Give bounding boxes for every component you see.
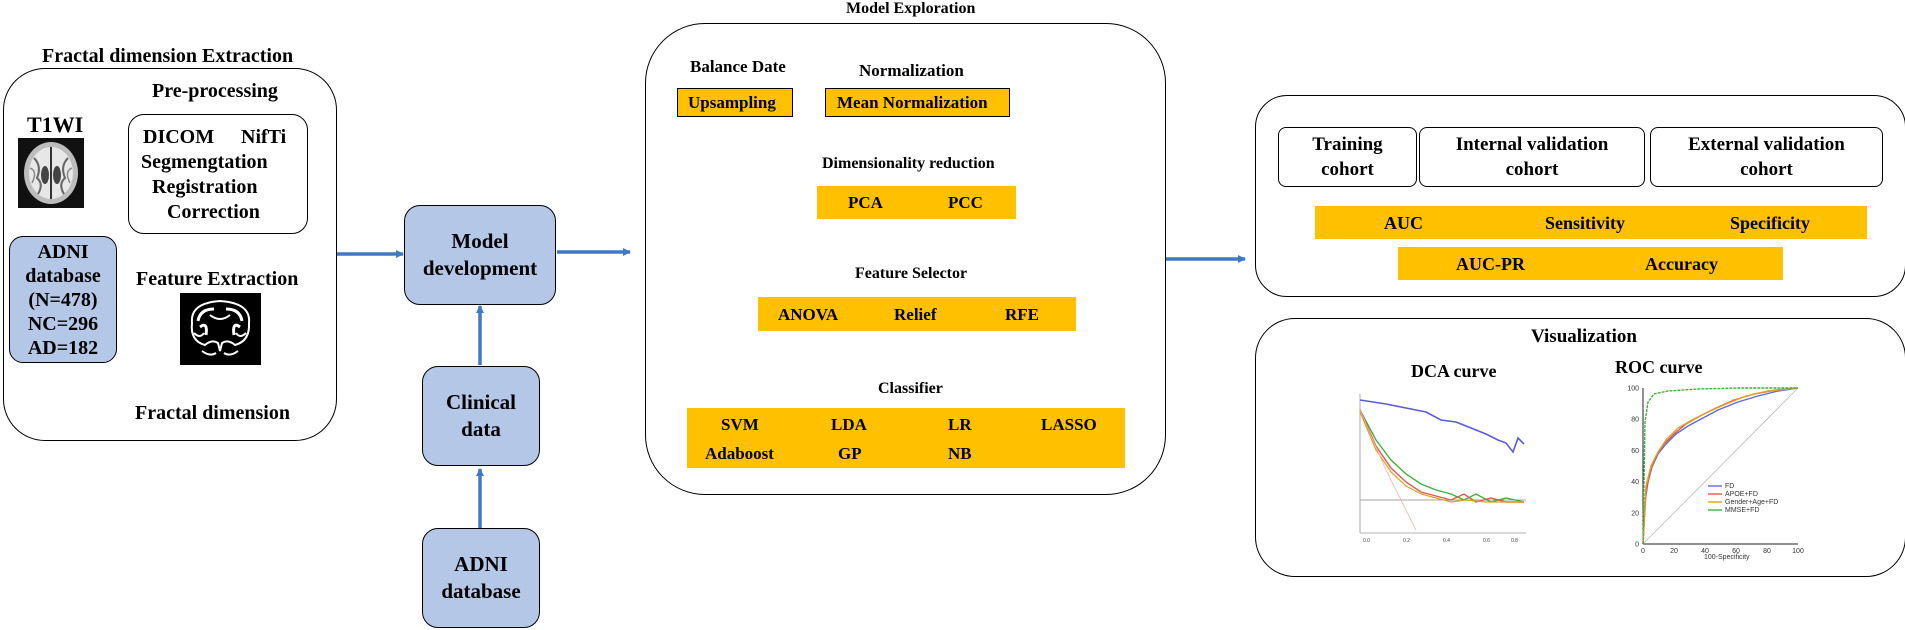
feature-selector-label: Feature Selector bbox=[855, 265, 968, 282]
classifier-svm: SVM bbox=[721, 415, 759, 434]
training-cohort-box: Training cohort bbox=[1278, 127, 1417, 187]
selector-anova: ANOVA bbox=[778, 305, 839, 324]
metric-accuracy: Accuracy bbox=[1645, 254, 1718, 274]
roc-y-tick: 20 bbox=[1631, 510, 1639, 517]
roc-y-tick: 60 bbox=[1631, 448, 1639, 455]
model-dev-line-1: Model bbox=[451, 229, 509, 253]
selector-bar bbox=[758, 297, 1076, 331]
roc-x-tick: 80 bbox=[1763, 548, 1771, 555]
mean-normalization-box bbox=[825, 88, 1010, 117]
fde-adni-line-2: database bbox=[25, 264, 101, 287]
fde-adni-line-3: (N=478) bbox=[28, 288, 98, 311]
metrics-bar-1 bbox=[1315, 206, 1867, 239]
step-correction: Correction bbox=[167, 201, 260, 223]
dimensionality-reduction-label: Dimensionality reduction bbox=[822, 155, 995, 172]
dca-title: DCA curve bbox=[1411, 361, 1497, 381]
classifier-lda: LDA bbox=[831, 415, 867, 434]
step-registration: Registration bbox=[152, 176, 258, 198]
external-line-1: External validation bbox=[1688, 134, 1845, 155]
mean-normalization-label: Mean Normalization bbox=[837, 93, 988, 112]
svg-text:0.4: 0.4 bbox=[1443, 538, 1450, 544]
upsampling-box bbox=[677, 88, 793, 117]
roc-legend: FD APOE+FD Gender+Age+FD MMSE+FD bbox=[1708, 483, 1778, 514]
fde-adni-line-5: AD=182 bbox=[27, 336, 99, 359]
fractal-dimension-label: Fractal dimension bbox=[135, 402, 290, 424]
roc-x-tick: 40 bbox=[1701, 548, 1709, 555]
metric-auc: AUC bbox=[1384, 213, 1423, 233]
fde-adni-line-4: NC=296 bbox=[27, 312, 99, 335]
dimred-pcc: PCC bbox=[948, 193, 983, 212]
roc-title: ROC curve bbox=[1615, 357, 1703, 377]
internal-line-2: cohort bbox=[1505, 159, 1559, 180]
balance-date-label: Balance Date bbox=[690, 57, 786, 76]
roc-y-tick: 0 bbox=[1635, 542, 1639, 549]
exploration-title: Model Exploration bbox=[846, 0, 976, 17]
preprocessing-box bbox=[128, 114, 308, 234]
fde-title: Fractal dimension Extraction bbox=[42, 45, 294, 67]
t1wi-label: T1WI bbox=[27, 112, 84, 137]
model-development-box: Model development bbox=[404, 205, 556, 305]
classifier-gp: GP bbox=[838, 444, 862, 463]
classifier-nb: NB bbox=[948, 444, 972, 463]
classifier-adaboost: Adaboost bbox=[705, 444, 774, 463]
upsampling-label: Upsampling bbox=[688, 93, 776, 112]
dca-curve-thumbnail: 0.0 0.2 0.4 0.6 0.8 bbox=[1346, 390, 1531, 560]
metric-sensitivity: Sensitivity bbox=[1545, 213, 1626, 233]
step-dicom: DICOM bbox=[143, 126, 215, 148]
svg-text:0.0: 0.0 bbox=[1363, 538, 1370, 544]
adni-database-box: ADNI database bbox=[422, 528, 540, 628]
roc-y-tick: 100 bbox=[1627, 386, 1639, 393]
external-cohort-box: External validation cohort bbox=[1650, 127, 1883, 187]
dimred-pca: PCA bbox=[848, 193, 883, 212]
metric-specificity: Specificity bbox=[1730, 213, 1810, 233]
classifier-bar bbox=[687, 408, 1125, 468]
roc-x-tick: 100 bbox=[1792, 548, 1804, 555]
normalization-label: Normalization bbox=[859, 61, 964, 80]
roc-x-tick: 20 bbox=[1670, 548, 1678, 555]
t1wi-brain-image bbox=[18, 138, 84, 208]
svg-text:0.6: 0.6 bbox=[1483, 538, 1490, 544]
dimred-bar bbox=[817, 186, 1016, 219]
clinical-data-box: Clinical data bbox=[422, 366, 540, 466]
clinical-line-1: Clinical bbox=[445, 390, 516, 414]
roc-y-tick: 40 bbox=[1631, 479, 1639, 486]
roc-legend-mmse: MMSE+FD bbox=[1725, 507, 1759, 514]
classifier-label: Classifier bbox=[878, 380, 943, 397]
model-dev-line-2: development bbox=[422, 256, 538, 280]
adni-line-1: ADNI bbox=[454, 552, 508, 576]
training-line-1: Training bbox=[1312, 134, 1383, 155]
preprocessing-label: Pre-processing bbox=[152, 80, 278, 102]
classifier-lasso: LASSO bbox=[1041, 415, 1097, 434]
clinical-line-2: data bbox=[461, 417, 501, 441]
external-line-2: cohort bbox=[1740, 159, 1793, 180]
feature-extraction-label: Feature Extraction bbox=[136, 268, 299, 290]
classifier-lr: LR bbox=[948, 415, 972, 434]
metric-auc-pr: AUC-PR bbox=[1456, 254, 1525, 274]
step-segmentation: Segmengtation bbox=[141, 151, 268, 173]
roc-x-axis-label: 100-Specificity bbox=[1704, 554, 1750, 561]
roc-x-tick: 60 bbox=[1732, 548, 1740, 555]
roc-x-tick: 0 bbox=[1641, 548, 1645, 555]
internal-cohort-box: Internal validation cohort bbox=[1419, 127, 1645, 187]
training-line-2: cohort bbox=[1321, 159, 1374, 180]
selector-rfe: RFE bbox=[1005, 305, 1039, 324]
metrics-bar-2 bbox=[1398, 247, 1783, 280]
internal-line-1: Internal validation bbox=[1455, 134, 1609, 155]
visualization-title: Visualization bbox=[1531, 326, 1637, 347]
selector-relief: Relief bbox=[894, 305, 937, 324]
svg-text:0.2: 0.2 bbox=[1403, 538, 1410, 544]
svg-text:0.8: 0.8 bbox=[1511, 538, 1518, 544]
roc-legend-apoe: APOE+FD bbox=[1725, 491, 1758, 498]
adni-line-2: database bbox=[441, 579, 521, 603]
roc-y-tick: 80 bbox=[1631, 417, 1639, 424]
roc-legend-gender: Gender+Age+FD bbox=[1725, 499, 1778, 506]
feature-brain-image bbox=[180, 293, 261, 365]
step-nifti: NifTi bbox=[241, 126, 287, 148]
roc-curve-chart: 0 20 40 60 80 100 0 20 40 60 80 100 FD APOE+FD Gen… bbox=[1627, 386, 1804, 562]
fde-adni-line-1: ADNI bbox=[37, 240, 89, 263]
roc-legend-fd: FD bbox=[1725, 483, 1734, 490]
fde-adni-box: ADNI database (N=478) NC=296 AD=182 bbox=[9, 236, 117, 363]
